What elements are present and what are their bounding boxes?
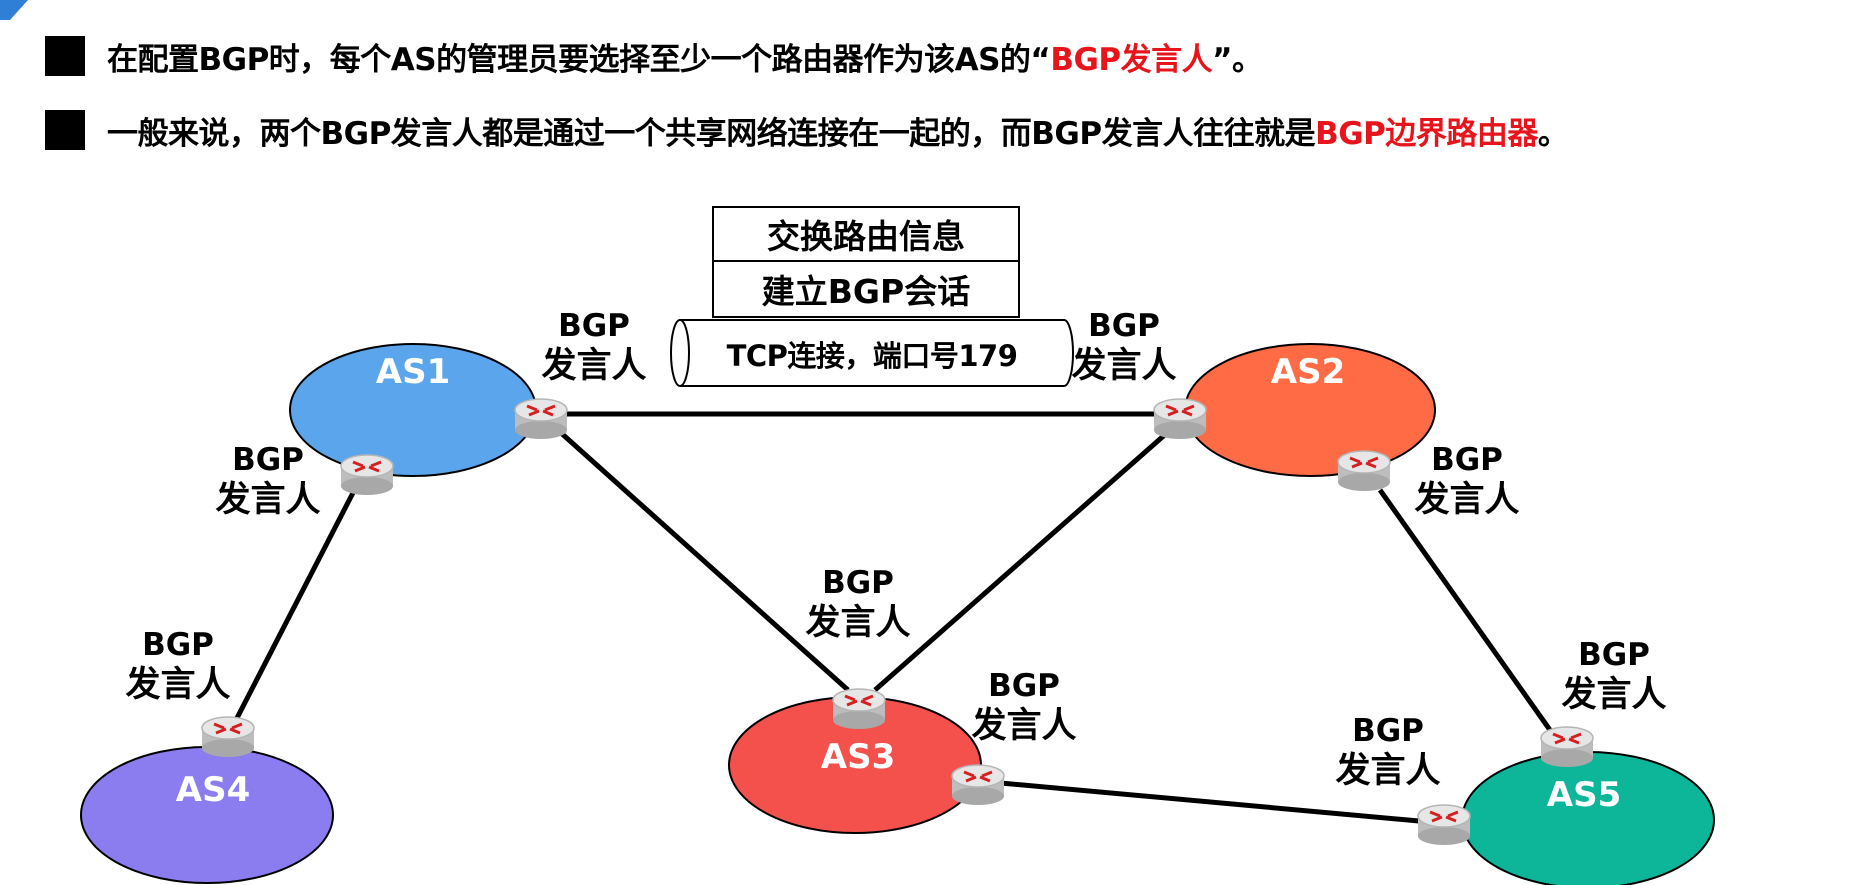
bullet-2-highlight: BGP边界路由器	[1315, 115, 1538, 152]
speaker-line1: BGP	[1578, 637, 1650, 673]
router-icon	[1416, 803, 1472, 847]
speaker-line1: BGP	[1088, 308, 1160, 344]
tcp-cylinder	[670, 319, 1074, 387]
speaker-line1: BGP	[558, 308, 630, 344]
speaker-line2: 发言人	[1561, 675, 1667, 716]
speaker-line2: 发言人	[1335, 751, 1441, 792]
link-as3-as5	[989, 779, 1431, 825]
speaker-line1: BGP	[142, 627, 214, 663]
speaker-line2: 发言人	[805, 603, 911, 644]
speaker-line2: 发言人	[971, 706, 1077, 747]
bullet-square-icon	[45, 36, 85, 76]
stack-route-exchange: 交换路由信息	[712, 206, 1020, 262]
bullet-2-end: 。	[1537, 115, 1569, 152]
link-as1-as3	[558, 430, 850, 692]
as1-label: AS1	[375, 352, 451, 392]
link-as2-as3	[873, 430, 1170, 692]
as5-ellipse	[1461, 751, 1715, 885]
router-icon	[1152, 397, 1208, 441]
router-icon	[339, 453, 395, 497]
as2-label: AS2	[1270, 352, 1346, 392]
router-icon	[1336, 449, 1392, 493]
speaker-line1: BGP	[1352, 713, 1424, 749]
corner-decoration	[0, 0, 28, 20]
speaker-line1: BGP	[822, 565, 894, 601]
stack-bgp-session: 建立BGP会话	[712, 262, 1020, 318]
router-icon	[200, 715, 256, 759]
speaker-line2: 发言人	[541, 346, 647, 387]
router-icon	[1539, 725, 1595, 769]
as5-label: AS5	[1546, 775, 1622, 815]
bullet-2-text: 一般来说，两个BGP发言人都是通过一个共享网络连接在一起的，而BGP发言人往往就…	[107, 115, 1316, 152]
bullet-1: 在配置BGP时，每个AS的管理员要选择至少一个路由器作为该AS的“BGP发言人”…	[45, 36, 1263, 78]
router-icon	[950, 763, 1006, 807]
speaker-line1: BGP	[232, 442, 304, 478]
link-as1-as4	[234, 483, 360, 720]
speaker-line2: 发言人	[1071, 346, 1177, 387]
speaker-line2: 发言人	[125, 665, 231, 706]
bullet-1-text: 在配置BGP时，每个AS的管理员要选择至少一个路由器作为该AS的“	[107, 41, 1051, 78]
speaker-line1: BGP	[988, 668, 1060, 704]
router-icon	[831, 687, 887, 731]
router-icon	[513, 397, 569, 441]
speaker-line2: 发言人	[215, 480, 321, 521]
speaker-line2: 发言人	[1414, 480, 1520, 521]
as4-label: AS4	[175, 770, 251, 810]
bullet-1-end: ”。	[1212, 41, 1263, 78]
bullet-2: 一般来说，两个BGP发言人都是通过一个共享网络连接在一起的，而BGP发言人往往就…	[45, 110, 1569, 152]
link-as2-as5	[1377, 488, 1553, 732]
bullet-1-highlight: BGP发言人	[1050, 41, 1213, 78]
as4-ellipse	[80, 746, 334, 884]
bullet-square-icon	[45, 110, 85, 150]
stack-tcp-connection: TCP连接，端口号179	[726, 339, 1018, 373]
speaker-line1: BGP	[1431, 442, 1503, 478]
as3-label: AS3	[820, 737, 896, 777]
